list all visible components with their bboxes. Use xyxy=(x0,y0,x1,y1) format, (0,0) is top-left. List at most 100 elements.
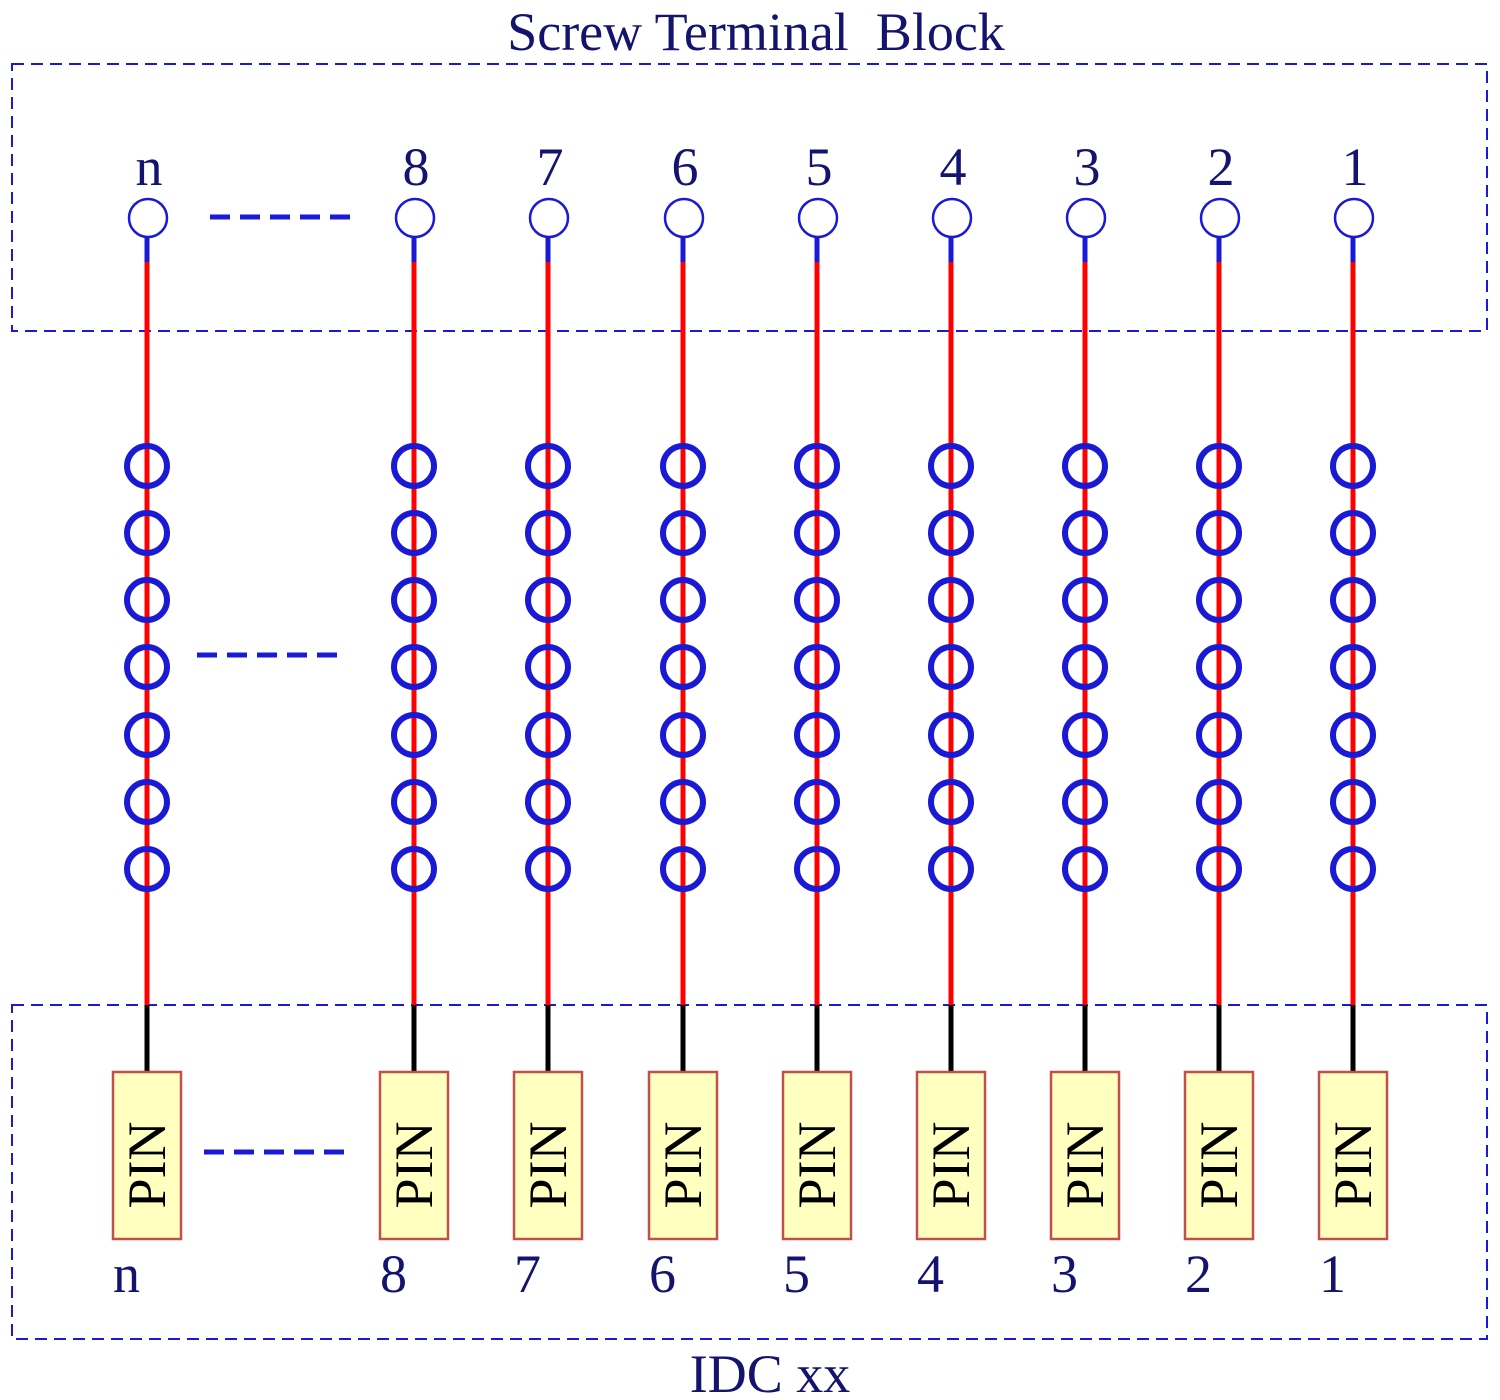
pin-label-3: PIN xyxy=(1055,1121,1115,1208)
terminal-number-8: 8 xyxy=(403,137,430,197)
ring-7-7 xyxy=(525,846,571,892)
pin-label-n: PIN xyxy=(117,1121,177,1208)
ring-6-3 xyxy=(660,577,706,623)
ring-8-1 xyxy=(391,443,437,489)
pin-label-2: PIN xyxy=(1189,1121,1249,1208)
ring-4-4 xyxy=(928,644,974,690)
ring-2-2 xyxy=(1196,510,1242,556)
screw-terminal-7 xyxy=(528,197,570,239)
screw-terminal-2 xyxy=(1199,197,1241,239)
idc-connector-box xyxy=(11,1004,1488,1340)
ring-2-6 xyxy=(1196,779,1242,825)
ring-4-5 xyxy=(928,712,974,758)
ring-n-6 xyxy=(124,779,170,825)
ring-n-4 xyxy=(124,644,170,690)
ring-6-2 xyxy=(660,510,706,556)
ring-5-5 xyxy=(794,712,840,758)
ring-3-4 xyxy=(1062,644,1108,690)
terminal-number-4: 4 xyxy=(940,137,967,197)
pin-number-5: 5 xyxy=(783,1244,810,1304)
screw-terminal-5 xyxy=(797,197,839,239)
pin-number-2: 2 xyxy=(1185,1244,1212,1304)
ring-1-2 xyxy=(1330,510,1376,556)
pin-box-1 xyxy=(1317,1070,1389,1241)
ring-1-6 xyxy=(1330,779,1376,825)
ring-6-1 xyxy=(660,443,706,489)
ring-1-3 xyxy=(1330,577,1376,623)
ring-7-5 xyxy=(525,712,571,758)
terminal-number-1: 1 xyxy=(1342,137,1369,197)
pin-box-6 xyxy=(647,1070,719,1241)
pin-box-5 xyxy=(781,1070,853,1241)
pin-number-8: 8 xyxy=(380,1244,407,1304)
ring-4-6 xyxy=(928,779,974,825)
ring-8-3 xyxy=(391,577,437,623)
ring-4-1 xyxy=(928,443,974,489)
pin-label-7: PIN xyxy=(518,1121,578,1208)
ring-7-1 xyxy=(525,443,571,489)
pin-label-6: PIN xyxy=(653,1121,713,1208)
ring-n-7 xyxy=(124,846,170,892)
terminal-number-7: 7 xyxy=(537,137,564,197)
ring-4-2 xyxy=(928,510,974,556)
ring-5-3 xyxy=(794,577,840,623)
terminal-number-6: 6 xyxy=(672,137,699,197)
pin-label-5: PIN xyxy=(787,1121,847,1208)
ring-8-6 xyxy=(391,779,437,825)
idc-label: IDC xx xyxy=(690,1344,851,1400)
screw-terminal-8 xyxy=(394,197,436,239)
pin-box-2 xyxy=(1183,1070,1255,1241)
ring-8-2 xyxy=(391,510,437,556)
terminal-number-3: 3 xyxy=(1074,137,1101,197)
pin-box-8 xyxy=(378,1070,450,1241)
ring-n-5 xyxy=(124,712,170,758)
ring-5-7 xyxy=(794,846,840,892)
screw-terminal-n xyxy=(127,197,169,239)
terminal-number-n: n xyxy=(136,137,163,197)
ring-3-1 xyxy=(1062,443,1108,489)
ring-4-7 xyxy=(928,846,974,892)
ring-3-2 xyxy=(1062,510,1108,556)
ring-2-5 xyxy=(1196,712,1242,758)
diagram-title: Screw Terminal Block xyxy=(507,2,1005,62)
ring-5-4 xyxy=(794,644,840,690)
screw-terminal-3 xyxy=(1065,197,1107,239)
pin-number-1: 1 xyxy=(1319,1244,1346,1304)
ring-7-4 xyxy=(525,644,571,690)
ring-6-6 xyxy=(660,779,706,825)
ring-n-2 xyxy=(124,510,170,556)
pin-label-8: PIN xyxy=(384,1121,444,1208)
pin-number-6: 6 xyxy=(649,1244,676,1304)
ring-4-3 xyxy=(928,577,974,623)
ring-6-5 xyxy=(660,712,706,758)
screw-terminal-block-box xyxy=(11,63,1488,332)
terminal-number-2: 2 xyxy=(1208,137,1235,197)
ring-6-7 xyxy=(660,846,706,892)
screw-terminal-6 xyxy=(663,197,705,239)
ring-3-7 xyxy=(1062,846,1108,892)
screw-terminal-4 xyxy=(931,197,973,239)
ring-5-2 xyxy=(794,510,840,556)
pin-box-3 xyxy=(1049,1070,1121,1241)
ring-8-7 xyxy=(391,846,437,892)
pin-box-4 xyxy=(915,1070,987,1241)
ring-n-1 xyxy=(124,443,170,489)
ring-7-6 xyxy=(525,779,571,825)
ring-3-5 xyxy=(1062,712,1108,758)
ring-1-7 xyxy=(1330,846,1376,892)
ring-8-4 xyxy=(391,644,437,690)
pin-label-4: PIN xyxy=(921,1121,981,1208)
ring-3-3 xyxy=(1062,577,1108,623)
ring-5-1 xyxy=(794,443,840,489)
ring-1-1 xyxy=(1330,443,1376,489)
ring-3-6 xyxy=(1062,779,1108,825)
ring-2-1 xyxy=(1196,443,1242,489)
screw-terminal-1 xyxy=(1333,197,1375,239)
ring-7-3 xyxy=(525,577,571,623)
ring-7-2 xyxy=(525,510,571,556)
pin-number-3: 3 xyxy=(1051,1244,1078,1304)
ring-5-6 xyxy=(794,779,840,825)
ring-2-4 xyxy=(1196,644,1242,690)
pin-number-4: 4 xyxy=(917,1244,944,1304)
